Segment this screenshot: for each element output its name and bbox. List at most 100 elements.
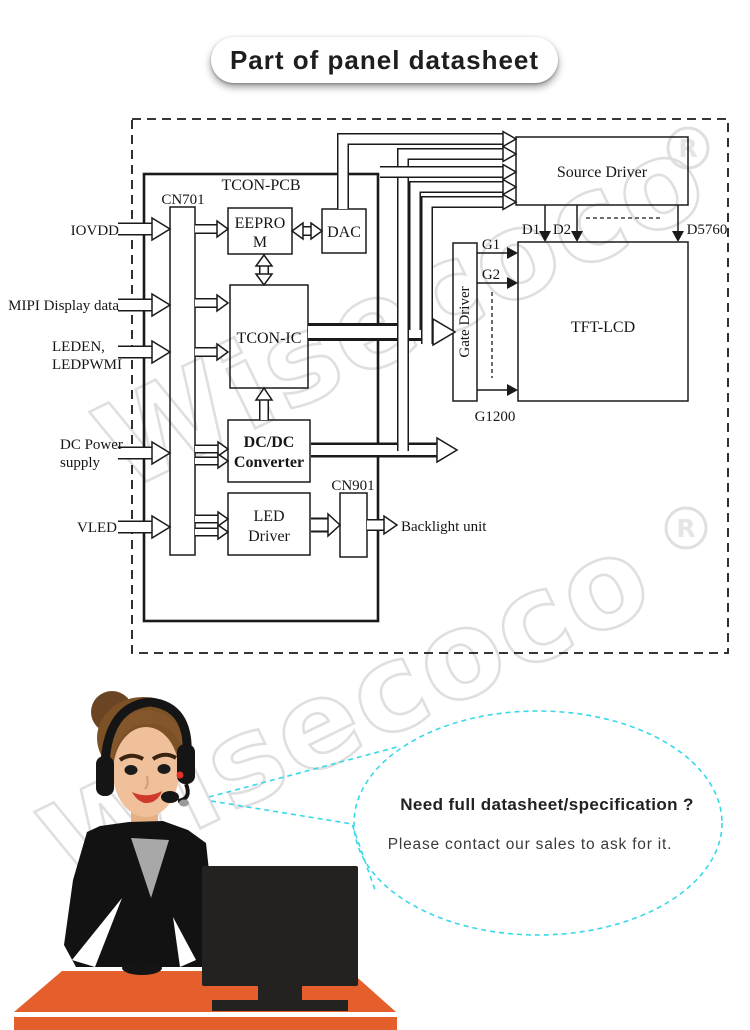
arrow-head [310,221,324,241]
arrow-head [383,514,399,536]
source-driver-box [515,136,689,206]
monitor-neck [258,986,302,1001]
cn701-label: CN701 [161,192,204,208]
dac-label: DAC [327,224,361,241]
hands [122,961,162,975]
arrow-head [502,178,518,196]
arrow-head [216,219,230,239]
arrow-head [151,514,172,540]
arrow-head [502,145,518,163]
arrow-head [327,512,342,538]
mipi-label: MIPI Display data [8,298,119,314]
right-eye [157,764,171,774]
arrow-head [502,130,518,148]
arrow-head [502,193,518,211]
arrow-head [672,231,684,242]
mic-capsule [161,791,179,803]
arrow-head [507,247,518,259]
suit-arm-gap-right [173,917,196,967]
headset-left-earcup [96,756,114,796]
iovdd-label: IOVDD [71,223,119,239]
tft-lcd-label: TFT-LCD [571,319,635,336]
dcdc-label-line2: Converter [234,454,304,471]
dc-power-label-line1: DC Power [60,437,123,453]
dcdc-label-line1: DC/DC [244,434,295,451]
diagram-dashed-border [131,118,729,654]
bubble-tail-lower [210,800,376,891]
arrow-head [436,436,459,464]
cn701-box [169,206,196,556]
arrow-head [216,293,230,313]
arrow-head [290,221,304,241]
page-title: Part of panel datasheet [211,37,558,83]
shirt [131,838,169,898]
dcdc-output-arrow [311,436,459,464]
arrow-head [254,273,274,287]
leden-label-line1: LEDEN, [52,339,105,355]
d5760-label: D5760 [687,222,728,238]
arrow-head [571,231,583,242]
gate-driver-label: Gate Driver [457,286,473,357]
registered-mark-icon [664,506,708,550]
arrow-head [254,386,274,401]
source-driver-input-arrows [337,130,518,451]
backlight-label: Backlight unit [401,519,487,535]
dcdc-tconic-arrow [254,386,274,420]
bubble-outline [353,710,723,936]
monitor-base [212,1000,348,1011]
arrow-head [217,440,230,458]
eeprom-label-line2: M [253,234,267,251]
mic-tip [179,799,189,807]
cn901-label: CN901 [331,478,374,494]
external-input-arrows [118,216,172,540]
tcon-ic-label: TCON-IC [237,330,302,347]
mic-boom [177,783,190,803]
eeprom-tconic-arrow [254,253,274,287]
leden-label-line2: LEDPWMI [52,357,122,373]
suit-arm-gap-left [72,898,122,967]
bubble-answer-text: Please contact our sales to ask for it. [387,836,673,853]
arrow-head [151,216,172,242]
lips [132,791,162,804]
speech-bubble [208,710,723,936]
hair-fringe [108,710,185,764]
arrow-head [151,440,172,466]
source-driver-label: Source Driver [557,164,648,181]
left-eyebrow [118,753,145,762]
eeprom-label-line1: EEPRO [235,215,286,232]
support-agent-illustration [14,691,397,1030]
led-cn901-arrow [311,512,342,538]
block-diagram: TCON-PCB CN701 EEPRO M DAC TCON-IC DC/DC… [8,118,729,654]
left-eye [124,765,138,775]
headset-band [100,697,192,765]
shaft-core [338,134,504,209]
arrow-head [216,342,230,362]
vled-label: VLED [77,520,117,536]
shaft-core [422,197,504,344]
dc-power-label-line2: supply [60,455,101,471]
tft-lcd-box [517,241,689,402]
monitor-screen [202,866,358,986]
arrow-head [217,523,230,541]
arrow-head [217,452,230,470]
d2-label: D2 [553,222,571,238]
tcon-pcb-label: TCON-PCB [221,177,300,194]
source-data-lines [539,205,684,242]
arrow-head [151,339,172,365]
cn701-fanout-arrows [195,219,230,541]
tcon-pcb-box [142,172,380,623]
arrow-head [507,277,518,289]
g1-label: G1 [482,237,500,253]
led-driver-label-line1: LED [253,508,284,525]
arrow-head [254,253,274,267]
arrow-head [507,384,518,396]
backlight-arrow [367,514,399,536]
shaft-core [398,149,504,451]
right-eyebrow [151,752,178,761]
g1200-label: G1200 [475,409,516,425]
led-driver-box [227,492,311,556]
arrow-head [151,292,172,318]
eeprom-dac-arrow [290,221,324,241]
